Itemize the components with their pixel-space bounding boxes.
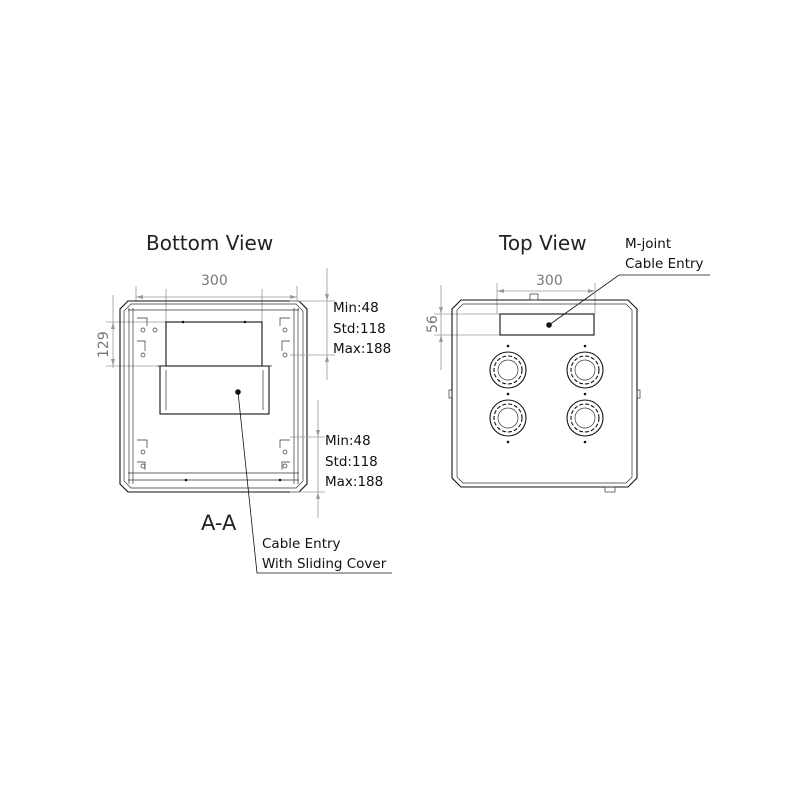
cable-gland-bottom-left [489,399,527,444]
cable-gland-top-right [566,344,604,396]
m-joint-cable-entry-slot [499,313,595,336]
section-label: A-A [201,511,237,535]
callout-m-joint: M-joint [625,236,671,252]
lower-std-label: Std:118 [325,454,378,470]
upper-max-label: Max:188 [333,341,391,357]
callout-cable-entry: Cable Entry [262,536,341,552]
bottom-view-title: Bottom View [146,231,273,255]
top-width-value: 300 [536,273,563,289]
upper-min-label: Min:48 [333,300,379,316]
top-width-dimension: 300 [496,273,596,314]
bottom-height-value: 129 [96,331,112,358]
upper-cable-cutout [165,321,263,367]
bottom-height-dimension: 129 [96,295,166,368]
cable-gland-bottom-right [566,399,604,444]
sliding-cover-callout: Cable Entry With Sliding Cover [235,389,392,574]
lower-adjustment-dimension: Min:48 Std:118 Max:188 [290,400,383,518]
lower-min-label: Min:48 [325,433,371,449]
top-height-value: 56 [425,315,441,333]
sliding-cover [159,365,270,415]
bottom-width-value: 300 [201,273,228,289]
bottom-width-dimension: 300 [135,273,298,322]
top-cabinet-body [448,293,641,493]
callout-sliding-cover: With Sliding Cover [262,556,387,572]
bottom-cabinet-body [119,300,308,493]
lower-max-label: Max:188 [325,474,383,490]
top-view-title: Top View [498,231,587,255]
upper-adjustment-dimension: Min:48 Std:118 Max:188 [290,268,391,380]
m-joint-callout: M-joint Cable Entry [546,236,710,328]
upper-std-label: Std:118 [333,321,386,337]
cable-gland-top-left [489,344,527,396]
top-view: Top View M-joint Cable Entry 300 56 [425,231,710,493]
callout-m-joint-cable-entry: Cable Entry [625,256,704,272]
top-height-dimension: 56 [425,285,500,370]
bottom-view: Bottom View 300 129 [96,231,392,574]
